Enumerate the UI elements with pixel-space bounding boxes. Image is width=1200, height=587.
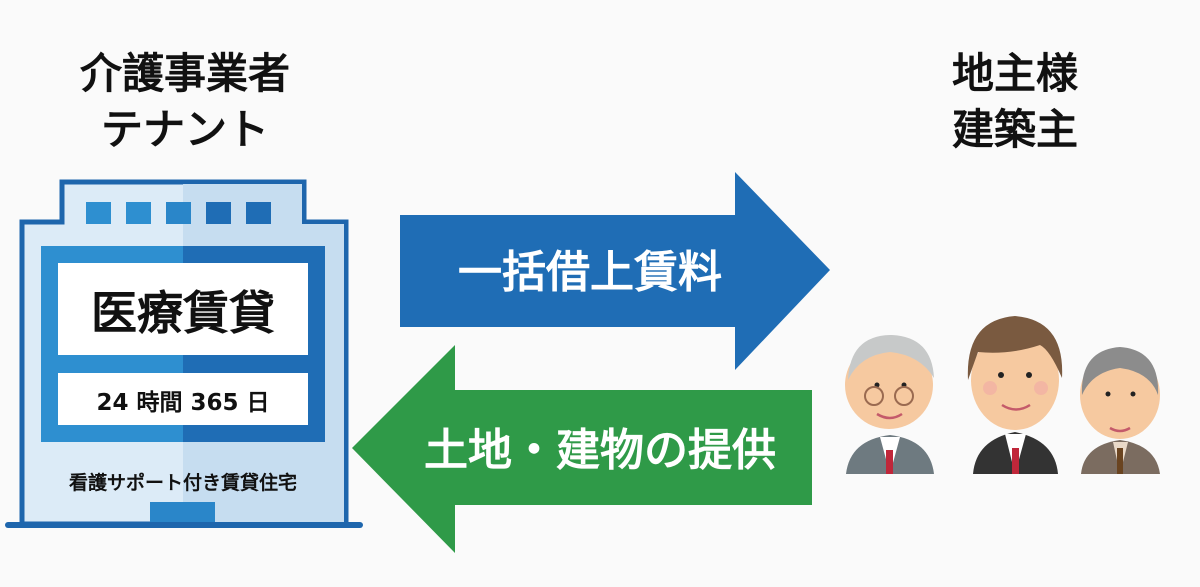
arrow-right-label: 一括借上賃料 <box>458 247 722 298</box>
sign-main-text: 医療賃貸 <box>91 286 275 340</box>
owner-title: 地主様 建築主 <box>900 46 1130 158</box>
building-caption: 看護サポート付き賃貸住宅 <box>68 471 297 494</box>
building-icon <box>5 179 363 528</box>
young-man-icon <box>967 316 1063 474</box>
tenant-title-line1: 介護事業者 <box>79 49 290 98</box>
arrow-left-provision <box>352 345 812 553</box>
arrow-left-label: 土地・建物の提供 <box>424 425 776 476</box>
three-businessmen-icon <box>845 316 1160 474</box>
tenant-title-line2: テナント <box>100 105 269 154</box>
owner-title-line2: 建築主 <box>951 105 1078 154</box>
tenant-title: 介護事業者 テナント <box>35 46 335 158</box>
elderly-man-icon <box>1080 347 1160 474</box>
elderly-man-glasses-icon <box>845 335 934 474</box>
owner-title-line1: 地主様 <box>951 49 1078 98</box>
arrow-right-rent <box>400 172 830 370</box>
sign-sub-text: 24 時間 365 日 <box>96 390 269 416</box>
